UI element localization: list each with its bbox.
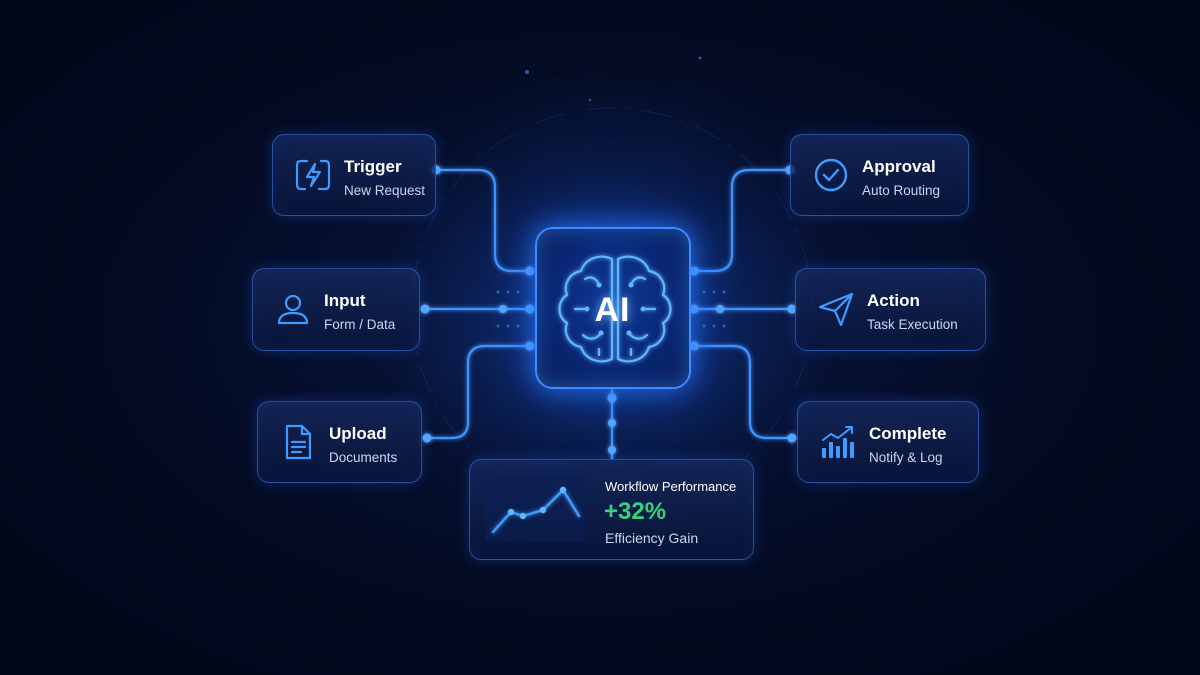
- node-title: Input: [324, 291, 366, 310]
- node-action[interactable]: Action Task Execution: [795, 268, 986, 351]
- node-subtitle: Task Execution: [867, 317, 958, 332]
- node-subtitle: Documents: [329, 450, 398, 465]
- performance-caption: Efficiency Gain: [605, 530, 699, 546]
- paper-plane-icon: [818, 292, 854, 327]
- node-subtitle: Form / Data: [324, 317, 396, 332]
- node-title: Trigger: [344, 157, 402, 176]
- node-subtitle: Auto Routing: [862, 183, 941, 198]
- node-subtitle: New Request: [344, 183, 426, 198]
- ai-hub[interactable]: AI: [535, 227, 691, 389]
- node-complete[interactable]: Complete Notify & Log: [797, 401, 979, 483]
- document-icon: [285, 424, 312, 460]
- user-icon: [277, 294, 309, 325]
- workflow-performance-card[interactable]: Workflow Performance +32% Efficiency Gai…: [469, 459, 754, 560]
- node-input[interactable]: Input Form / Data: [252, 268, 420, 351]
- check-circle-icon: [814, 158, 848, 192]
- hub-label: AI: [594, 291, 631, 329]
- node-subtitle: Notify & Log: [869, 450, 943, 465]
- node-title: Upload: [329, 424, 387, 443]
- dot-accents: [496, 56, 726, 328]
- lightning-bolt-icon: [295, 159, 331, 191]
- performance-title: Workflow Performance: [605, 479, 737, 494]
- node-trigger[interactable]: Trigger New Request: [272, 134, 436, 216]
- performance-value: +32%: [604, 498, 667, 525]
- brain-icon: [558, 255, 672, 363]
- node-upload[interactable]: Upload Documents: [257, 401, 422, 483]
- node-title: Complete: [869, 424, 947, 443]
- line-chart-icon: [485, 476, 585, 542]
- bar-chart-trend-icon: [822, 426, 854, 458]
- node-approval[interactable]: Approval Auto Routing: [790, 134, 969, 216]
- node-title: Approval: [862, 157, 936, 176]
- node-title: Action: [867, 291, 920, 310]
